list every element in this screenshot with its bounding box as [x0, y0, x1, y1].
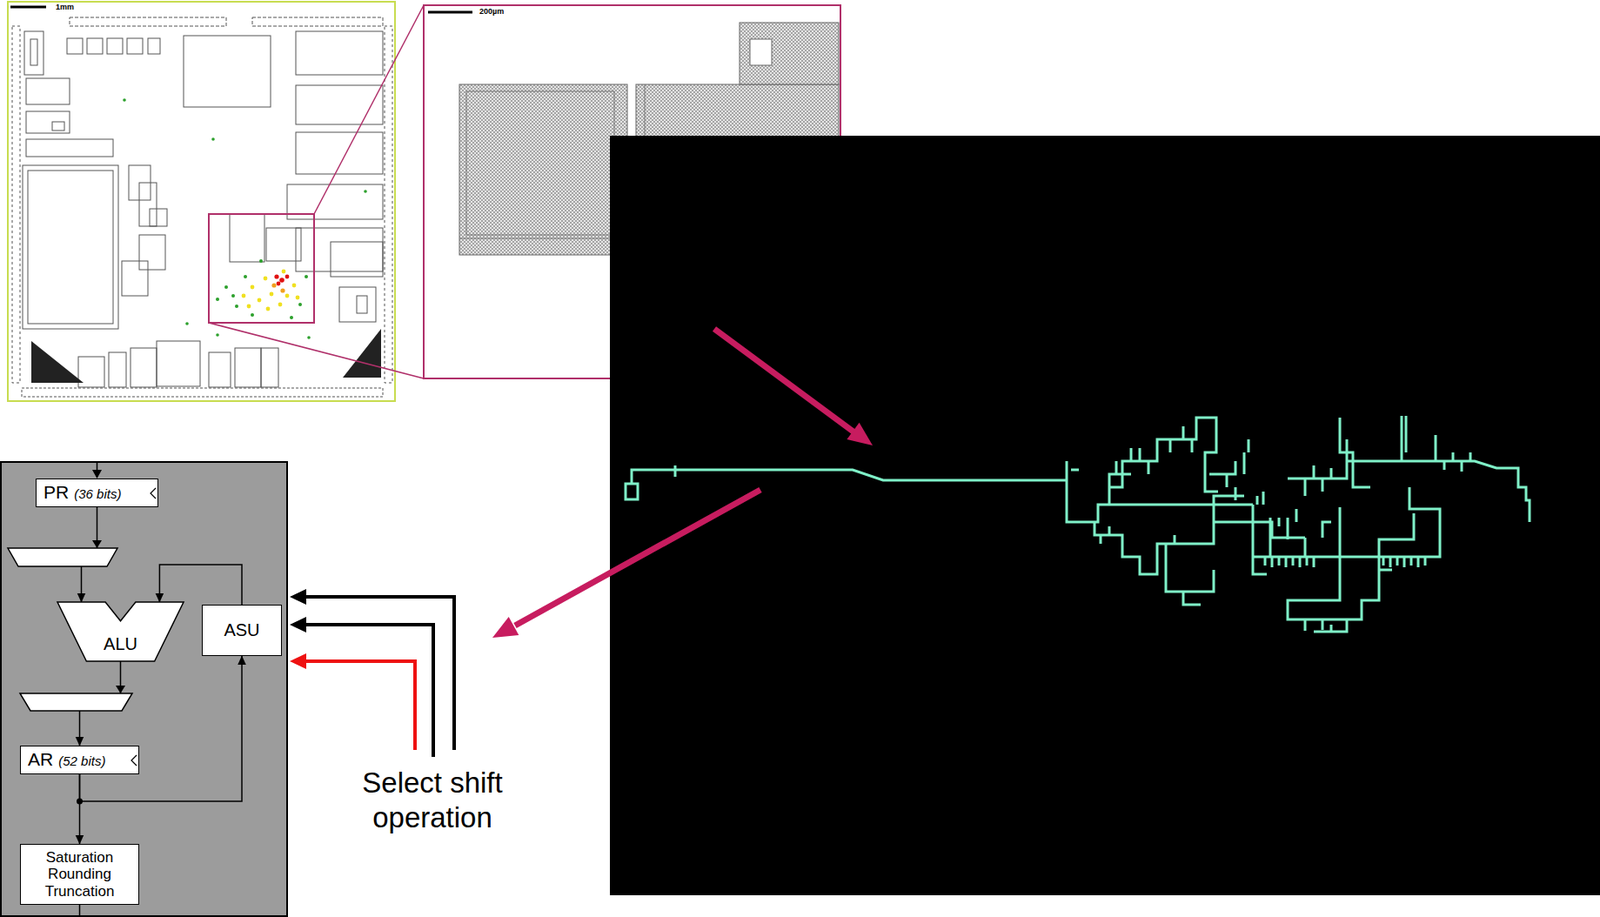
node-label: PR: [43, 482, 69, 503]
mux-shape: [7, 548, 118, 567]
connector: [159, 564, 242, 605]
net-trace: [631, 415, 1530, 632]
scale-label: 200µm: [479, 7, 504, 16]
text-group: Saturation Rounding Truncation: [26, 849, 134, 899]
bit-width: (36 bits): [73, 486, 121, 502]
bit-width: (52 bits): [58, 753, 106, 769]
zoom-arrow: [492, 328, 873, 638]
clock-notch: [149, 487, 157, 500]
select-arrow: [302, 596, 455, 757]
mux-shape: [20, 693, 133, 711]
block-panel: [0, 461, 288, 917]
text-group: AR(52 bits): [27, 749, 106, 770]
net-pin: [625, 483, 638, 500]
clock-notch: [130, 754, 138, 767]
register-box: PR(36 bits): [35, 478, 159, 508]
text-group: ALU: [103, 634, 138, 655]
connector: [80, 656, 243, 802]
node-label: ALU: [103, 634, 138, 655]
process-box: ASU: [201, 604, 282, 657]
alu-shape: ALU: [57, 602, 184, 662]
chip-floorplan: [7, 1, 424, 402]
node-label: AR: [27, 749, 54, 770]
node-label: ASU: [223, 620, 260, 641]
junction-dot: [76, 798, 83, 805]
register-box: AR(52 bits): [20, 745, 140, 775]
text-group: PR(36 bits): [43, 482, 121, 503]
annotation: Select shift operation: [332, 765, 533, 837]
scale-label: 1mm: [55, 3, 74, 12]
node-label: Saturation Rounding Truncation: [26, 849, 134, 899]
layout-view: [609, 135, 1600, 896]
process-box: Saturation Rounding Truncation: [20, 843, 140, 905]
text-group: ASU: [223, 620, 260, 641]
